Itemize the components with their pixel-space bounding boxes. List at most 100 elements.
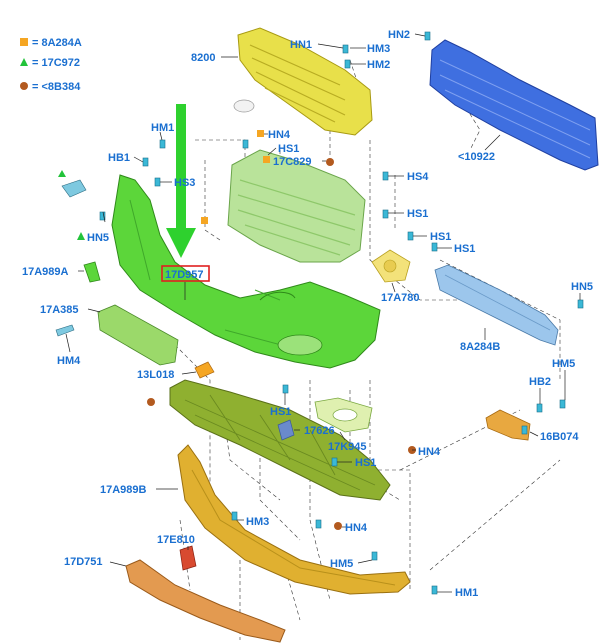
clip-icon [342,44,349,54]
label-17c829: 17C829 [273,156,312,168]
clip-icon [382,209,389,219]
label-17d751: 17D751 [64,556,103,568]
label-17D957: 17D957 [165,269,204,281]
bracket-clip-icon [61,179,87,198]
square-marker-icon [257,130,264,137]
label-hm3-top: HM3 [367,43,390,55]
label-hs1-c: HS1 [430,231,451,243]
label-hn4-bottom: HN4 [345,522,368,534]
label-hm5-right: HM5 [552,358,575,370]
legend-square-icon [20,38,28,46]
label-hn2: HN2 [388,29,410,41]
clip-icon [242,139,249,149]
clip-icon [431,242,438,252]
clip-icon [344,59,351,69]
label-17a989b: 17A989B [100,484,147,496]
label-hm4: HM4 [57,355,81,367]
clip-icon [407,231,414,241]
upper-grille-8200 [233,27,373,136]
legend-item-3: = <8B384 [32,81,81,93]
fog-lamp-13L018 [194,361,215,379]
circle-marker-icon [147,398,155,406]
bracket-17A989A [83,261,101,283]
clip-icon [159,139,166,149]
clip-icon [536,403,543,413]
bracket-16B074 [485,409,531,441]
undertray-olive [169,379,391,501]
clip-icon [99,211,106,221]
label-hm1-top: HM1 [151,122,174,134]
label-hm5-bottom: HM5 [330,558,353,570]
label-17a385: 17A385 [40,304,79,316]
circle-marker-icon [326,158,334,166]
lower-lip-17D751 [125,559,286,643]
label-hs1-e: HS1 [270,406,291,418]
legend-item-2: = 17C972 [32,57,80,69]
label-hn4-mid: HN4 [418,446,441,458]
label-hn4-top: HN4 [268,129,291,141]
clip-icon [382,171,389,181]
bumper-cover-17D957 [111,174,381,369]
label-hn5-right: HN5 [571,281,593,293]
label-hn1-top: HN1 [290,39,312,51]
label-hb1: HB1 [108,152,130,164]
label-10922: <10922 [458,151,495,163]
label-hs4: HS4 [407,171,429,183]
clip-icon [282,384,289,394]
label-16b074: 16B074 [540,431,579,443]
clip-icon [231,511,238,521]
label-17a780: 17A780 [381,292,420,304]
legend-circle-icon [20,82,28,90]
down-arrow-icon [166,228,196,258]
clip-icon [315,519,322,529]
lower-panel-17A989B [177,444,411,595]
fog-lamp-bezel-17K945 [314,397,373,433]
label-13l018: 13L018 [137,369,174,381]
clip-icon [371,551,378,561]
clip-icon [521,425,528,435]
label-hm1-bottom: HM1 [455,587,478,599]
label-hs1-d: HS1 [454,243,475,255]
label-hn5-left: HN5 [87,232,109,244]
triangle-marker-icon [58,170,66,177]
legend-item-1: = 8A284A [32,37,82,49]
clip-icon [424,31,431,41]
bumper-reinforcement-beam [429,39,599,171]
clip-icon [577,299,584,309]
legend-triangle-icon [20,58,28,66]
label-hb2: HB2 [529,376,551,388]
part-labels: 8200 HN1 HM3 HM2 HN2 <10922 HM1 HN4 HS1 … [22,29,593,599]
arrow-shaft [176,104,186,234]
bracket-17626 [277,419,295,441]
screw-icon [55,324,75,337]
absorber-8A284B [434,264,559,346]
label-8200: 8200 [191,52,215,64]
label-hs3: HS3 [174,177,195,189]
label-17a989a: 17A989A [22,266,69,278]
clip-icon [559,399,566,409]
square-marker-icon [263,156,270,163]
license-bracket-17A385 [97,304,179,366]
label-hs1-a: HS1 [278,143,299,155]
highlight-indicator: 17D957 [161,104,210,300]
grille-opening-panel [227,149,366,263]
label-hs1-b: HS1 [407,208,428,220]
circle-marker-icon [334,522,342,530]
legend: = 8A284A = 17C972 = <8B384 [20,37,82,93]
clip-icon [142,157,149,167]
label-hm3-bottom: HM3 [246,516,269,528]
label-hs1-f: HS1 [355,457,376,469]
label-hm2: HM2 [367,59,390,71]
clip-icon [331,457,338,467]
clip-icon [431,585,438,595]
bracket-17A780 [371,249,411,283]
grille-emblem [233,99,255,113]
highlight-box [161,265,210,282]
square-marker-icon [201,217,208,224]
label-8a284b: 8A284B [460,341,500,353]
label-17e810: 17E810 [157,534,195,546]
clip-icon [154,177,161,187]
leader-lines [65,33,581,593]
label-17k945: 17K945 [328,441,367,453]
